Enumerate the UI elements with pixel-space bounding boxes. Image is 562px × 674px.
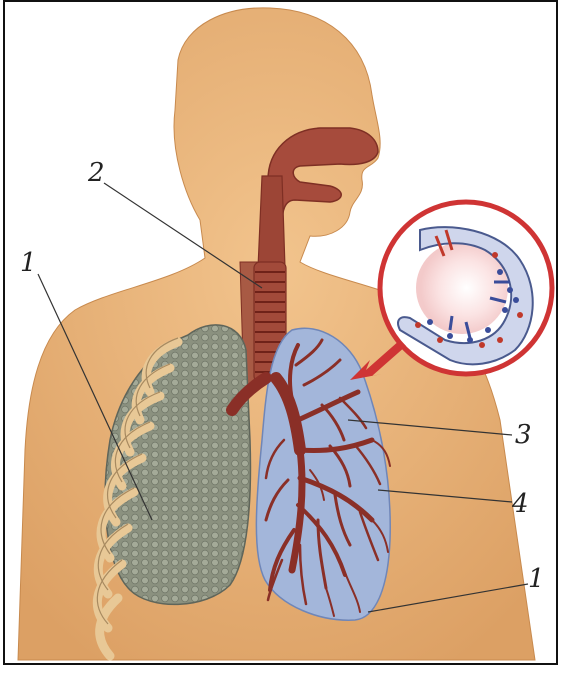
- label-trachea: 2: [87, 158, 105, 188]
- label-left-lung: 1: [20, 248, 37, 278]
- alveolus-inset: [380, 202, 552, 374]
- label-right-lung: 1: [528, 564, 545, 594]
- label-bronchioles: 4: [511, 489, 529, 519]
- larynx: [258, 176, 285, 268]
- label-bronchi: 3: [515, 420, 532, 450]
